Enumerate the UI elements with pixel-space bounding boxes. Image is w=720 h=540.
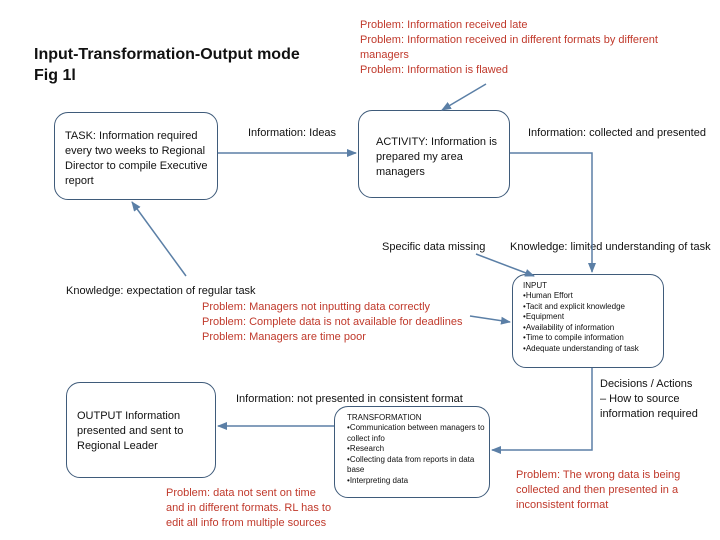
label-decisions: Decisions / Actions – How to source info… — [600, 378, 698, 420]
transformation-box: TRANSFORMATION Communication between man… — [334, 406, 490, 498]
activity-box: ACTIVITY: Information is prepared my are… — [358, 110, 510, 198]
output-text: OUTPUT Information presented and sent to… — [77, 410, 184, 452]
transformation-item: Interpreting data — [347, 476, 487, 487]
arrow-specific-to-input — [475, 253, 535, 277]
transformation-item: Research — [347, 444, 487, 455]
top-problem-3: Problem: Information is flawed — [360, 64, 508, 76]
mid-problems: Problem: Managers not inputting data cor… — [202, 300, 502, 345]
input-item: Adequate understanding of task — [523, 344, 663, 355]
input-item: Availability of information — [523, 323, 663, 334]
transformation-heading: TRANSFORMATION — [347, 413, 422, 422]
label-info-not-consistent: Information: not presented in consistent… — [236, 393, 463, 405]
transformation-item: Collecting data from reports in data bas… — [347, 455, 487, 476]
output-box: OUTPUT Information presented and sent to… — [66, 382, 216, 478]
arrow-input-to-transformation — [491, 368, 593, 454]
input-heading: INPUT — [523, 281, 547, 290]
arrow-activity-to-input — [510, 152, 596, 273]
top-problem-2: Problem: Information received in differe… — [360, 34, 658, 61]
top-problem-1: Problem: Information received late — [360, 19, 528, 31]
transformation-list: Communication between managers to collec… — [347, 423, 487, 486]
label-knowledge-limited: Knowledge: limited understanding of task — [510, 241, 711, 253]
label-info-collected: Information: collected and presented — [528, 127, 706, 139]
top-problems: Problem: Information received late Probl… — [360, 18, 690, 78]
input-list: Human Effort Tacit and explicit knowledg… — [523, 291, 663, 354]
input-item: Human Effort — [523, 291, 663, 302]
output-problem: Problem: data not sent on time and in di… — [166, 487, 332, 529]
mid-problem-1: Problem: Managers not inputting data cor… — [202, 301, 431, 313]
arrow-midproblems-to-input — [469, 315, 511, 325]
label-knowledge-expectation: Knowledge: expectation of regular task — [66, 285, 256, 297]
diagram-title: Input-Transformation-Output mode Fig 1l — [34, 44, 300, 86]
task-text: TASK: Information required every two wee… — [65, 130, 208, 187]
task-box: TASK: Information required every two wee… — [54, 112, 218, 200]
wrong-data-problem: Problem: The wrong data is being collect… — [516, 469, 681, 511]
arrow-expectation-to-task — [131, 201, 187, 277]
label-specific-missing: Specific data missing — [382, 241, 486, 253]
title-line-1: Input-Transformation-Output mode — [34, 46, 300, 63]
input-item: Equipment — [523, 312, 663, 323]
title-line-2: Fig 1l — [34, 67, 76, 84]
mid-problem-2: Problem: Complete data is not available … — [202, 316, 463, 328]
input-item: Time to compile information — [523, 333, 663, 344]
input-box: INPUT Human Effort Tacit and explicit kn… — [512, 274, 664, 368]
arrow-problems-to-activity — [441, 83, 487, 111]
label-info-ideas: Information: Ideas — [248, 127, 337, 139]
input-item: Tacit and explicit knowledge — [523, 302, 663, 313]
activity-text: ACTIVITY: Information is prepared my are… — [376, 136, 498, 178]
transformation-item: Communication between managers to collec… — [347, 423, 487, 444]
mid-problem-3: Problem: Managers are time poor — [202, 331, 366, 343]
